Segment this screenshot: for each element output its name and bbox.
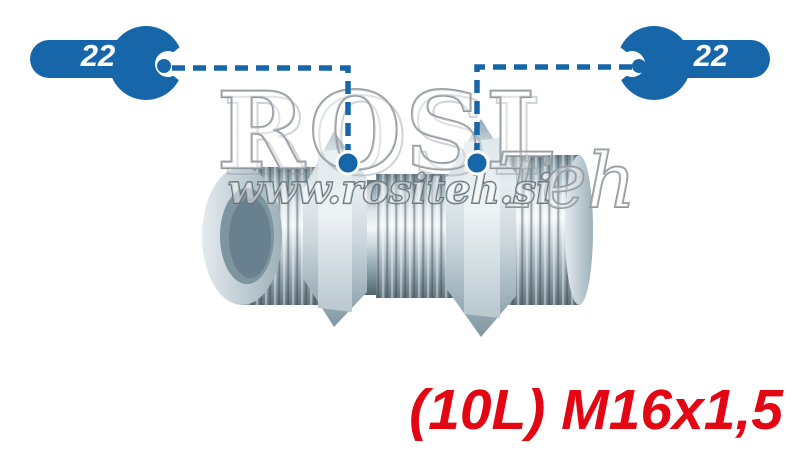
watermark-layer: ROSI ROSI Teh www.rositeh.si <box>216 67 637 226</box>
wrench-left-icon <box>30 26 202 100</box>
fitting-hex-nut-small <box>303 131 367 327</box>
fitting-illustration <box>202 119 593 337</box>
wrench-jaw-dot-left <box>157 59 171 73</box>
fitting-right-thread <box>505 155 593 305</box>
wrench-size-label-left: 22 <box>80 38 115 73</box>
watermark-brand-suffix: Teh <box>497 136 636 225</box>
wrench-right-icon <box>598 26 770 100</box>
watermark-website: www.rositeh.si <box>228 166 551 213</box>
wrench-size-label-right: 22 <box>693 38 728 73</box>
measure-point-right <box>464 150 490 176</box>
measure-point-left <box>335 150 361 176</box>
spec-label: (10L) M16x1,5 <box>409 378 784 442</box>
watermark-brand-echo: ROSI <box>223 74 546 199</box>
leader-line-left <box>172 65 351 150</box>
leader-lines <box>157 59 646 176</box>
wrench-jaw-dot-right <box>632 59 646 73</box>
fitting-hex-nut-large <box>446 119 516 337</box>
wrench-callout-left: 22 <box>30 26 202 100</box>
wrench-callout-right: 22 <box>598 26 770 100</box>
leader-line-right <box>474 64 632 150</box>
